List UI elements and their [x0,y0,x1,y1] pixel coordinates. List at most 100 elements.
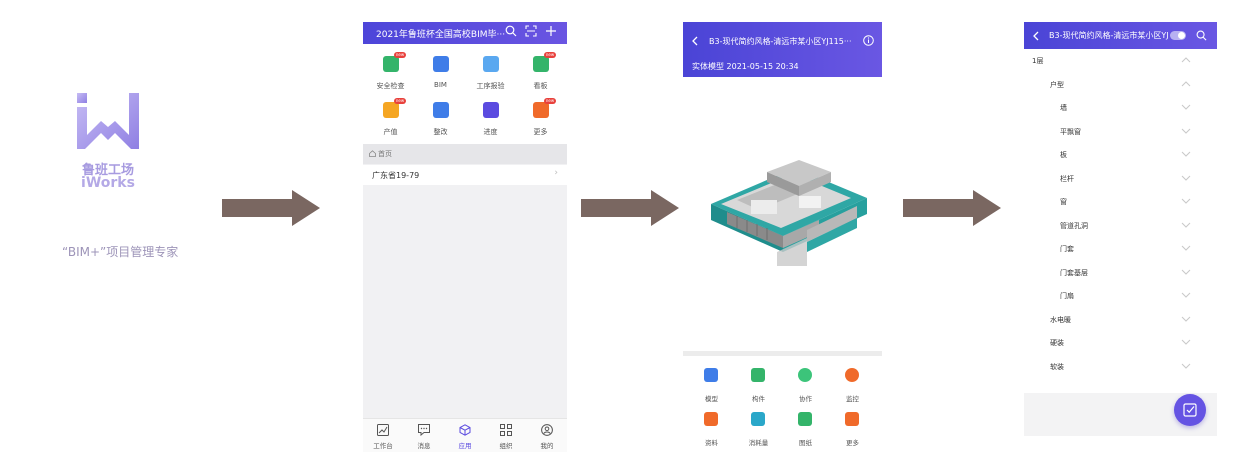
chevron-down-icon [1181,269,1191,275]
scan-icon[interactable] [523,25,539,41]
home-icon[interactable] [369,150,376,157]
view-toggle[interactable] [1170,31,1186,40]
app-progress[interactable]: 进度 [465,94,516,142]
tab-apps[interactable]: 应用 [445,419,485,452]
tool-more[interactable]: 更多 [828,412,877,452]
list-item-label: 广东省19-79 [372,171,420,180]
tool-collaboration[interactable]: 协作 [781,368,830,408]
building-model-viewport[interactable] [707,156,872,268]
chevron-down-icon [1181,151,1191,157]
message-icon [417,424,431,437]
chevron-down-icon [1181,316,1191,322]
search-icon[interactable] [503,25,519,41]
tree-row[interactable]: 窗 [1024,190,1217,214]
app-more[interactable]: new 更多 [515,94,566,142]
chevron-right-icon: › [554,168,558,178]
iworks-logo-icon [77,93,139,149]
app-home-screen: 2021年鲁班杯全国高校BIM毕··· new 安全检查 BIM 工序报验 ne… [363,22,567,452]
tab-messages[interactable]: 消息 [404,419,444,452]
tool-monitor[interactable]: 监控 [828,368,877,408]
app-dashboard[interactable]: new 看板 [515,48,566,96]
tool-drawings[interactable]: 图纸 [781,412,830,452]
brand-name-cn: 鲁班工场 [81,163,134,178]
app-bim[interactable]: BIM [415,48,466,96]
tab-profile[interactable]: 我的 [527,419,567,452]
search-icon[interactable] [1196,30,1207,41]
tree-row-label: 墙 [1060,104,1067,112]
chevron-down-icon [1181,128,1191,134]
back-icon[interactable] [691,36,699,46]
org-icon [499,424,513,437]
add-icon[interactable] [543,25,559,41]
tree-row-label: 软装 [1050,362,1064,371]
chevron-down-icon [1181,339,1191,345]
app-safety-check[interactable]: new 安全检查 [365,48,416,96]
chevron-up-icon [1181,80,1191,86]
new-badge: new [544,52,556,58]
app-label: 更多 [533,128,548,136]
tree-row[interactable]: 1层 [1024,49,1217,73]
checkbox-icon [1183,403,1197,417]
tree-row[interactable]: 户型 [1024,73,1217,97]
breadcrumb: 首页 [363,144,567,164]
tree-row[interactable]: 栏杆 [1024,167,1217,191]
chevron-down-icon [1181,222,1191,228]
chevron-down-icon [1181,245,1191,251]
tool-label: 资料 [705,439,718,447]
schedule-icon [483,102,499,118]
slogan: “BIM+”项目管理专家 [62,245,179,259]
flow-arrow-2-icon [581,190,679,226]
tool-documents[interactable]: 资料 [687,412,736,452]
app-label: 整改 [433,128,448,136]
breadcrumb-home[interactable]: 首页 [378,150,392,158]
divider [683,351,882,356]
app-label: 工序报验 [476,82,505,90]
flow-arrow-1-icon [222,190,320,226]
top-bar: B3-现代简约风格-清远市某小区YJ [1024,22,1217,49]
more-grid-icon [845,412,859,426]
chevron-down-icon [1181,104,1191,110]
tool-consumption[interactable]: 消耗量 [734,412,783,452]
project-title[interactable]: 2021年鲁班杯全国高校BIM毕··· [376,30,506,40]
app-output-value[interactable]: new 产值 [365,94,416,142]
chevron-up-icon [1181,57,1191,63]
tree-row[interactable]: 水电暖 [1024,308,1217,332]
tree-row[interactable]: 平飘窗 [1024,120,1217,144]
tree-row[interactable]: 墙 [1024,96,1217,120]
top-bar: B3-现代简约风格-清远市某小区YJ115··· 实体模型 2021-05-15… [683,22,882,77]
component-icon [751,368,765,382]
building-icon [433,56,449,72]
collab-icon [798,368,812,382]
tab-organization[interactable]: 组织 [486,419,526,452]
model-detail-screen: B3-现代简约风格-清远市某小区YJ115··· 实体模型 2021-05-15… [683,22,882,452]
yuan-icon [383,102,399,118]
tree-row-label: 门扇 [1060,292,1074,300]
list-item[interactable]: 广东省19-79 › [363,165,567,185]
tree-row[interactable]: 板 [1024,143,1217,167]
splash-screen: 鲁班工场 iWorks “BIM+”项目管理专家 [40,80,200,280]
chart-line-icon [376,424,390,437]
tree-row[interactable]: 硬装 [1024,331,1217,355]
cube-icon [458,424,472,437]
confirm-fab-button[interactable] [1174,394,1206,426]
tree-row[interactable]: 门套 [1024,237,1217,261]
tree-row-label: 窗 [1060,198,1067,206]
tree-row[interactable]: 软装 [1024,355,1217,379]
tree-row[interactable]: 管道孔洞 [1024,214,1217,238]
tree-row-label: 门套基层 [1060,268,1088,277]
tool-component[interactable]: 构件 [734,368,783,408]
back-icon[interactable] [1032,31,1040,41]
tree-row-label: 户型 [1050,80,1064,89]
tree-row[interactable]: 门套基层 [1024,261,1217,285]
user-icon [540,424,554,437]
tree-row-label: 平飘窗 [1060,127,1081,136]
tree-row[interactable]: 门扇 [1024,284,1217,308]
app-process-inspection[interactable]: 工序报验 [465,48,516,96]
tab-workbench[interactable]: 工作台 [363,419,403,452]
info-icon[interactable] [863,35,874,46]
tab-label: 工作台 [373,442,393,450]
app-rectification[interactable]: 整改 [415,94,466,142]
blocks-icon [483,56,499,72]
tool-model[interactable]: 模型 [687,368,736,408]
tool-label: 协作 [799,395,812,403]
